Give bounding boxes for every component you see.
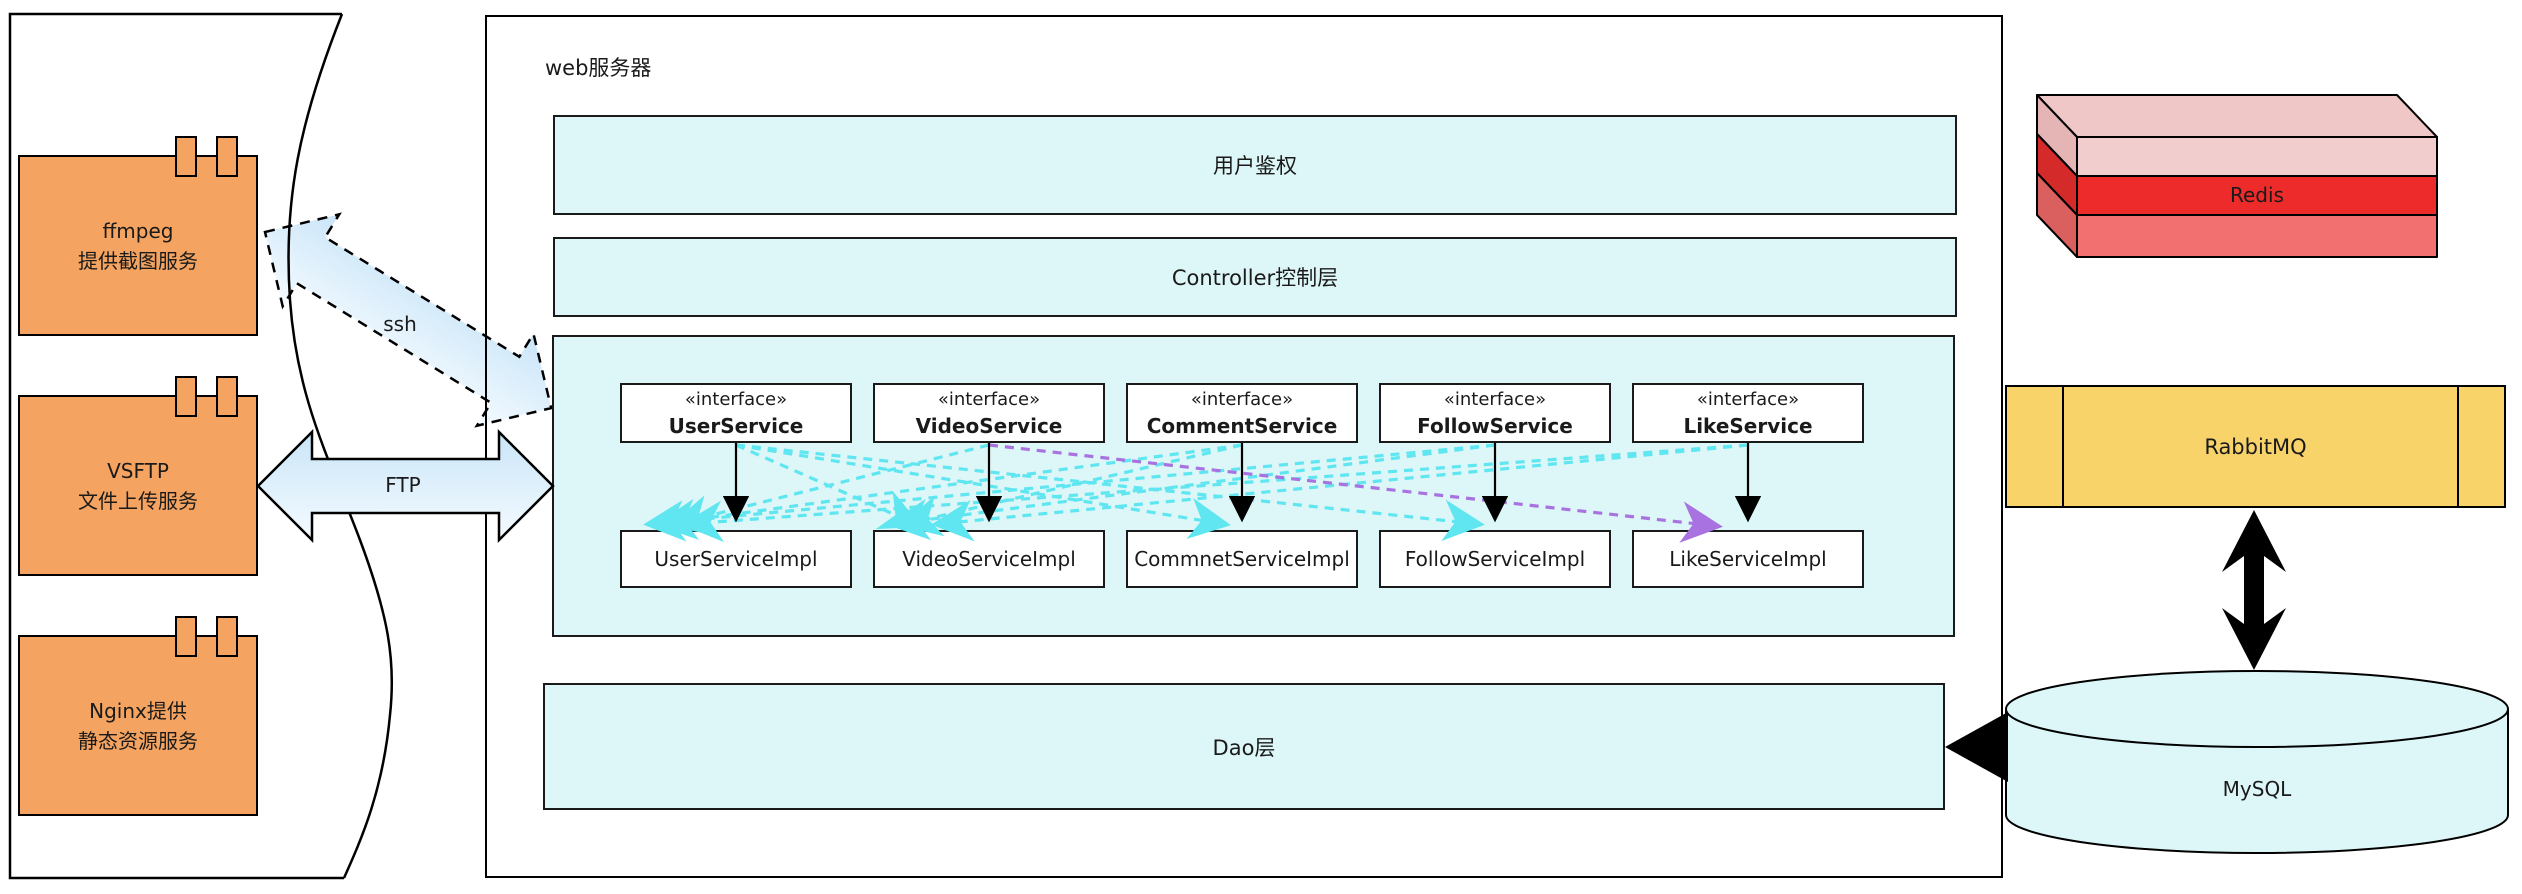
component-ffmpeg-line1: ffmpeg bbox=[102, 218, 174, 243]
interface-name: FollowService bbox=[1417, 414, 1573, 438]
mysql-cylinder bbox=[2005, 670, 2509, 854]
component-tab-icon bbox=[175, 136, 197, 177]
dao-layer-band: Dao层 bbox=[543, 683, 1945, 810]
interface-stereotype: «interface» bbox=[684, 389, 788, 410]
interface-name: LikeService bbox=[1683, 414, 1813, 438]
left-container-border bbox=[8, 12, 344, 880]
component-vsftp-line1: VSFTP bbox=[107, 458, 169, 483]
redis-node bbox=[2036, 94, 2438, 258]
service-dependency-lines bbox=[643, 443, 1749, 543]
rabbitmq-mysql-arrow bbox=[2222, 510, 2286, 670]
web-server-container bbox=[485, 15, 2003, 878]
impl-follow-service: FollowServiceImpl bbox=[1379, 530, 1611, 588]
mysql-dao-arrow bbox=[1945, 712, 2008, 782]
interface-video-service: «interface» VideoService bbox=[873, 383, 1105, 443]
component-ffmpeg-line2: 提供截图服务 bbox=[78, 248, 198, 273]
controller-layer-band: Controller控制层 bbox=[553, 237, 1957, 317]
component-vsftp-line2: 文件上传服务 bbox=[78, 488, 198, 513]
rabbitmq-label: RabbitMQ bbox=[2204, 434, 2307, 459]
rabbitmq-node: RabbitMQ bbox=[2005, 385, 2506, 508]
component-tab-icon bbox=[175, 616, 197, 657]
component-tab-icon bbox=[175, 376, 197, 417]
interface-comment-service: «interface» CommentService bbox=[1126, 383, 1358, 443]
component-tab-icon bbox=[216, 136, 238, 177]
impl-user-service: UserServiceImpl bbox=[620, 530, 852, 588]
interface-stereotype: «interface» bbox=[937, 389, 1041, 410]
component-ffmpeg: ffmpeg 提供截图服务 bbox=[18, 136, 258, 336]
interface-stereotype: «interface» bbox=[1190, 389, 1294, 410]
interface-follow-service: «interface» FollowService bbox=[1379, 383, 1611, 443]
impl-like-service: LikeServiceImpl bbox=[1632, 530, 1864, 588]
interface-stereotype: «interface» bbox=[1443, 389, 1547, 410]
rabbitmq-compartment-line bbox=[2457, 387, 2459, 506]
ssh-arrow bbox=[263, 212, 553, 428]
component-tab-icon bbox=[216, 376, 238, 417]
interface-name: VideoService bbox=[915, 414, 1063, 438]
video-to-like-dependency-line bbox=[988, 443, 1723, 543]
interface-stereotype: «interface» bbox=[1696, 389, 1800, 410]
interface-name: CommentService bbox=[1146, 414, 1338, 438]
component-tab-icon bbox=[216, 616, 238, 657]
impl-comment-service: CommnetServiceImpl bbox=[1126, 530, 1358, 588]
component-nginx: Nginx提供 静态资源服务 bbox=[18, 616, 258, 816]
rabbitmq-compartment-line bbox=[2062, 387, 2064, 506]
interface-user-service: «interface» UserService bbox=[620, 383, 852, 443]
interface-like-service: «interface» LikeService bbox=[1632, 383, 1864, 443]
component-nginx-line1: Nginx提供 bbox=[89, 698, 187, 723]
impl-video-service: VideoServiceImpl bbox=[873, 530, 1105, 588]
interface-name: UserService bbox=[668, 414, 804, 438]
component-nginx-line2: 静态资源服务 bbox=[78, 728, 198, 753]
auth-layer-band: 用户鉴权 bbox=[553, 115, 1957, 215]
interface-impl-arrows bbox=[722, 443, 1762, 523]
ftp-arrow bbox=[256, 428, 555, 544]
web-server-title: web服务器 bbox=[545, 56, 652, 80]
